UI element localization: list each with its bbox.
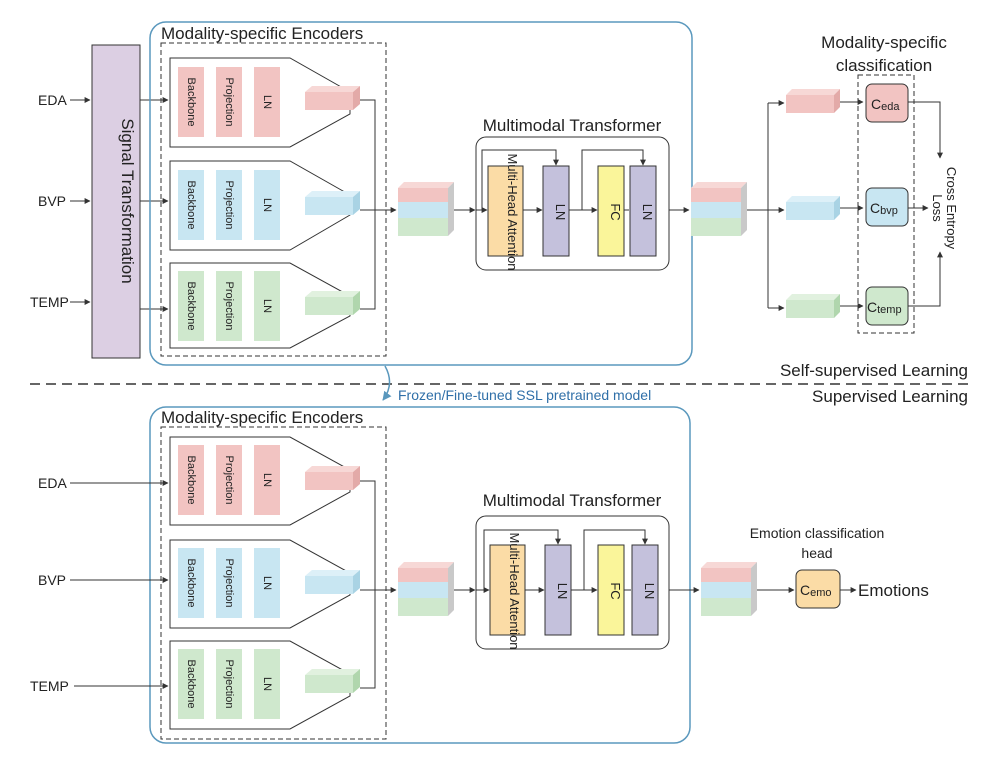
embedding-temp-bottom <box>305 669 360 693</box>
svg-text:Cbvp: Cbvp <box>870 200 898 217</box>
ln1-label-top: LN <box>553 204 568 221</box>
classification-title-line1: Modality-specific <box>821 33 947 52</box>
encoders-dashed-box <box>160 42 387 357</box>
signal-transformation-box <box>91 44 141 359</box>
encoders-title-bottom: Modality-specific Encoders <box>161 408 363 427</box>
ln2-label-top: LN <box>640 204 655 221</box>
fc-label-bottom: FC <box>608 582 623 599</box>
svg-text:Backbone: Backbone <box>185 660 197 709</box>
loss-label-line1: Cross Entropy <box>944 167 959 250</box>
svg-text:Ceda: Ceda <box>871 96 900 113</box>
mha-block-top <box>487 165 524 257</box>
output-label: Emotions <box>858 581 929 600</box>
fc-block-top <box>597 165 625 257</box>
supervised-panel: Modality-specific Encoders EDA BVP TEMP … <box>30 406 929 744</box>
embedding-bvp-top <box>305 191 360 215</box>
emotion-head-line1: Emotion classification <box>750 525 885 541</box>
input-label-bvp: BVP <box>38 193 66 209</box>
stacked-embedding-out-bottom <box>701 562 757 616</box>
ln1-label-bottom: LN <box>555 583 570 600</box>
svg-text:Backbone: Backbone <box>185 282 197 331</box>
ssl-label: Self-supervised Learning <box>780 361 968 380</box>
classifier-eda: Ceda <box>865 83 909 123</box>
classification-dashed-box <box>857 74 915 334</box>
input-label-eda: EDA <box>38 92 67 108</box>
ln1-block-top <box>542 165 570 257</box>
svg-text:LN: LN <box>261 95 273 109</box>
svg-text:Cemo: Cemo <box>800 582 832 599</box>
classifier-bvp: Cbvp <box>865 187 909 227</box>
input-label-bvp-bottom: BVP <box>38 572 66 588</box>
ln2-block-top <box>629 165 657 257</box>
residual-1-top <box>481 149 559 210</box>
encoders-dashed-box-bottom <box>160 426 387 740</box>
sl-frame <box>149 406 691 744</box>
stacked-embedding-in-top <box>398 182 454 236</box>
classifier-temp: Ctemp <box>865 286 909 326</box>
svg-text:LN: LN <box>261 677 273 691</box>
stacked-embedding-in-bottom <box>398 562 454 616</box>
mha-block-bottom <box>489 544 526 636</box>
ssl-panel: Signal Transformation EDA BVP TEMP Modal… <box>30 21 959 366</box>
emotion-classifier: Cemo <box>795 569 841 609</box>
embedding-bvp-bottom <box>305 570 360 594</box>
input-label-temp: TEMP <box>30 294 69 310</box>
svg-text:LN: LN <box>261 473 273 487</box>
embedding-eda-bottom <box>305 466 360 490</box>
mha-label-bottom: Multi-Head Attention <box>507 532 522 649</box>
signal-transformation-label: Signal Transformation <box>118 118 137 283</box>
svg-text:Backbone: Backbone <box>185 456 197 505</box>
svg-text:Projection: Projection <box>223 456 235 505</box>
input-label-eda-bottom: EDA <box>38 475 67 491</box>
svg-text:Projection: Projection <box>223 282 235 331</box>
encoders-title-top: Modality-specific Encoders <box>161 24 363 43</box>
transfer-label: Frozen/Fine-tuned SSL pretrained model <box>398 387 651 403</box>
sl-label: Supervised Learning <box>812 387 968 406</box>
encoder-eda: Backbone Projection LN <box>169 57 351 148</box>
encoder-bvp: Backbone Projection LN <box>169 160 351 251</box>
merge-line-top <box>360 99 376 310</box>
svg-text:Backbone: Backbone <box>185 181 197 230</box>
svg-text:LN: LN <box>261 299 273 313</box>
mha-label-top: Multi-Head Attention <box>505 153 520 270</box>
ln1-block-bottom <box>544 544 572 636</box>
fc-label-top: FC <box>608 203 623 220</box>
residual-2-top <box>581 149 646 210</box>
encoder-temp-bottom: Backbone Projection LN <box>169 640 351 730</box>
transfer-arrow <box>382 365 392 401</box>
ln2-label-bottom: LN <box>642 583 657 600</box>
svg-text:Ctemp: Ctemp <box>867 299 902 316</box>
svg-text:Projection: Projection <box>223 181 235 230</box>
embedding-eda-top <box>305 86 360 110</box>
svg-text:Backbone: Backbone <box>185 78 197 127</box>
modality-embedding-bvp-right <box>786 196 840 220</box>
stacked-embedding-out-top <box>691 182 747 236</box>
encoder-temp: Backbone Projection LN <box>169 262 351 349</box>
svg-text:LN: LN <box>261 198 273 212</box>
classification-title-line2: classification <box>836 56 932 75</box>
svg-text:Backbone: Backbone <box>185 559 197 608</box>
loss-label-line2: Loss <box>930 194 945 222</box>
ln2-block-bottom <box>631 544 659 636</box>
transformer-title-top: Multimodal Transformer <box>483 116 662 135</box>
svg-text:Projection: Projection <box>223 78 235 127</box>
svg-text:Projection: Projection <box>223 660 235 709</box>
input-label-temp-bottom: TEMP <box>30 678 69 694</box>
embedding-temp-top <box>305 291 360 315</box>
transformer-title-bottom: Multimodal Transformer <box>483 491 662 510</box>
encoder-eda-bottom: Backbone Projection LN <box>169 436 351 526</box>
emotion-head-line2: head <box>801 545 832 561</box>
encoder-bvp-bottom: Backbone Projection LN <box>169 539 351 629</box>
svg-text:LN: LN <box>261 576 273 590</box>
modality-embedding-eda-right <box>786 89 840 113</box>
svg-text:Projection: Projection <box>223 559 235 608</box>
modality-embedding-temp-right <box>786 294 840 318</box>
